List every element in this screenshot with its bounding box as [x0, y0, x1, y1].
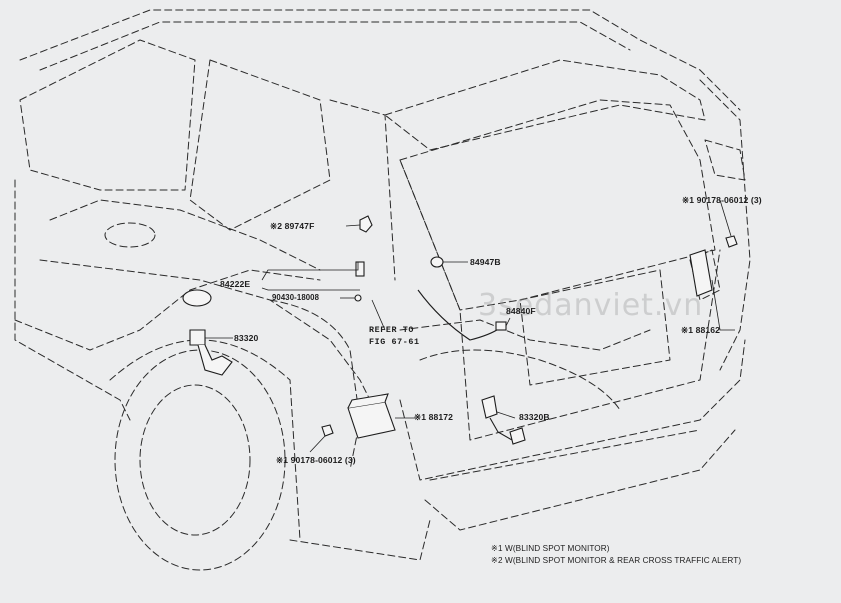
- lower-body: [289, 519, 431, 561]
- rear-tire: [114, 349, 286, 571]
- brake-lamp: [704, 139, 746, 181]
- leader-89747f: [345, 224, 361, 227]
- legend-note-2: ※2 W(BLIND SPOT MONITOR & REAR CROSS TRA…: [491, 556, 742, 565]
- bumper-step: [429, 429, 701, 481]
- label-84947b[interactable]: 84947B: [470, 257, 501, 267]
- label-90178-top[interactable]: ※1 90178-06012 (3): [682, 195, 762, 205]
- reference-line-2[interactable]: FIG 67-61: [369, 337, 420, 347]
- legend-note-1: ※1 W(BLIND SPOT MONITOR): [491, 544, 610, 553]
- label-88162[interactable]: ※1 88162: [681, 325, 721, 335]
- watermark-text: 3sedanviet.vn: [478, 288, 704, 323]
- reference-line-1[interactable]: REFER TO: [369, 325, 415, 335]
- label-84840f[interactable]: 84840F: [506, 306, 536, 316]
- leader-refer: [371, 299, 386, 331]
- inner-tub: [419, 349, 621, 411]
- rear-roof-spoiler: [384, 59, 706, 151]
- rear-rim: [139, 384, 251, 536]
- label-83320[interactable]: 83320: [234, 333, 259, 343]
- side-window-rear: [189, 59, 331, 231]
- nut-90178-bottom: [321, 424, 334, 437]
- label-90430[interactable]: 90430-18008: [272, 293, 320, 302]
- fender-top: [14, 269, 321, 351]
- washer-90430: [354, 294, 362, 302]
- bumper-lower: [424, 429, 736, 531]
- body-side: [14, 179, 131, 421]
- grommet-84947b: [430, 256, 444, 268]
- clip-89747f: [359, 215, 373, 233]
- tailgate-glass: [399, 99, 716, 311]
- leader-90178-bottom: [309, 435, 326, 453]
- roof-line: [19, 9, 741, 111]
- door-handle: [104, 222, 156, 248]
- leader-84222e: [261, 262, 359, 281]
- tailgate-panel: [399, 159, 721, 441]
- sensor-83320b: [481, 395, 498, 419]
- sensor-83320-stem: [197, 344, 233, 376]
- license-recess: [519, 269, 671, 386]
- leader-90178-top: [719, 199, 732, 237]
- rear-bumper: [399, 339, 746, 481]
- c-pillar: [329, 99, 396, 281]
- leader-84840f: [505, 317, 511, 327]
- roof-inner: [39, 21, 631, 71]
- label-83320b[interactable]: 83320B: [519, 412, 550, 422]
- connector-84222e: [355, 261, 365, 277]
- nut-90178-top: [725, 235, 738, 248]
- side-window-front: [19, 39, 196, 191]
- rear-quarter-right: [699, 79, 751, 371]
- label-84222e[interactable]: 84222E: [220, 279, 251, 289]
- label-89747f[interactable]: ※2 89747F: [270, 221, 315, 231]
- wire-84840f: [417, 289, 501, 341]
- fuel-area: [49, 199, 321, 271]
- radar-88162: [689, 249, 713, 297]
- label-90178-bottom[interactable]: ※1 90178-06012 (3): [276, 455, 356, 465]
- floor-line: [399, 319, 651, 351]
- label-88172[interactable]: ※1 88172: [414, 412, 454, 422]
- sensor-83320: [189, 329, 206, 346]
- liner: [269, 299, 361, 471]
- connector-84840f: [495, 321, 507, 331]
- leader-88162: [711, 279, 735, 331]
- leader-84222e-b: [261, 287, 360, 291]
- ecu-88172: [347, 401, 396, 439]
- leader-83320b: [496, 411, 516, 419]
